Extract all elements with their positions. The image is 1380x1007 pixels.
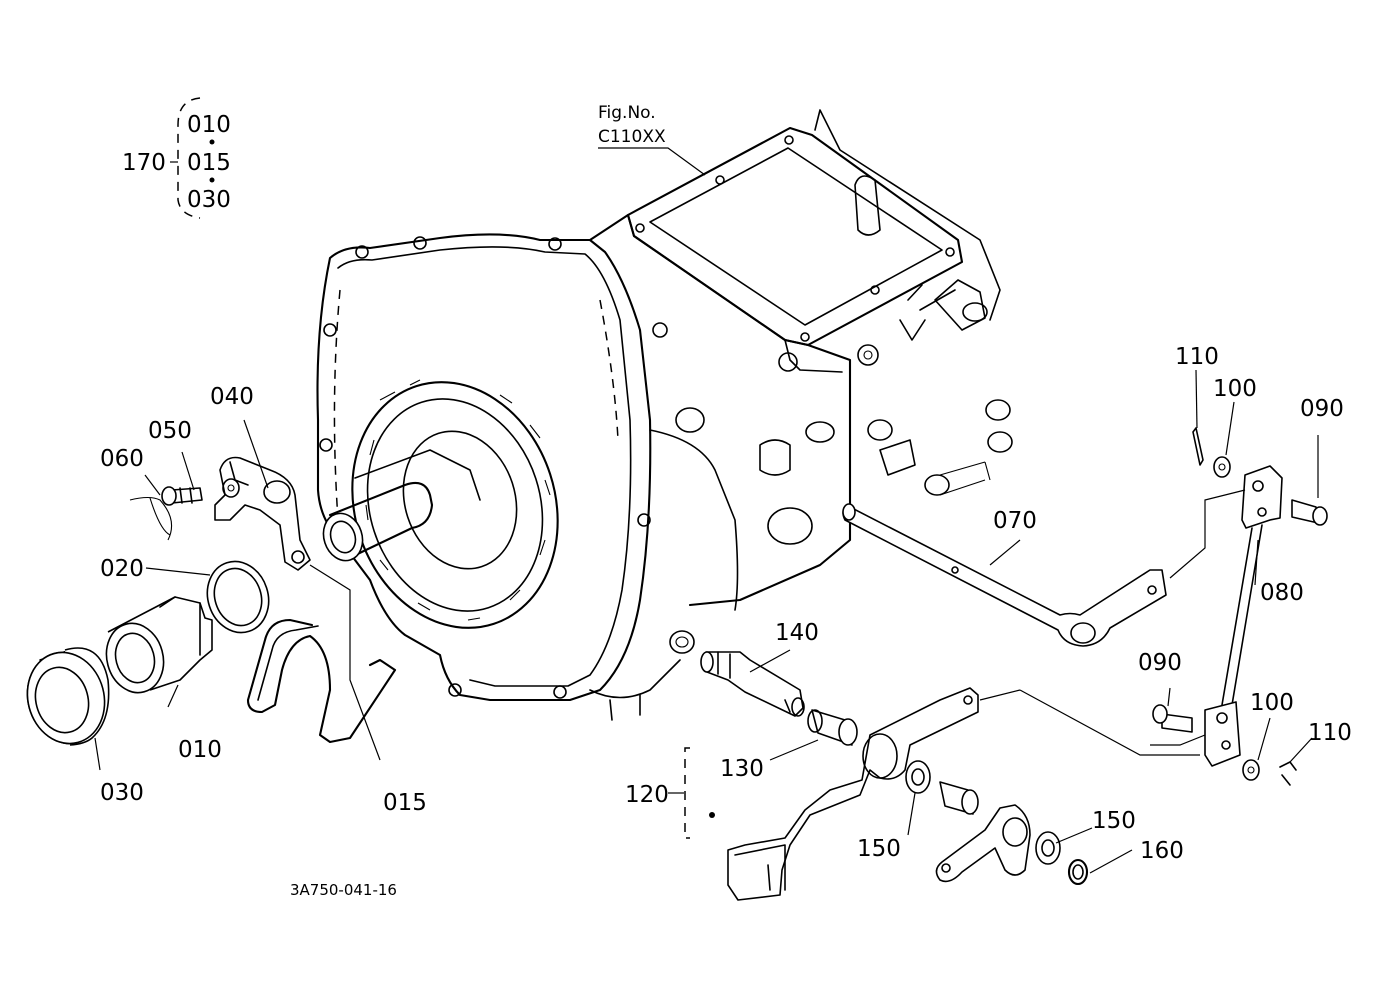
callout-130: 130 bbox=[720, 756, 764, 782]
part-020-spacer-ring bbox=[206, 560, 270, 634]
group-member-010: 010 bbox=[187, 112, 231, 138]
callout-120: 120 bbox=[625, 782, 669, 808]
part-090-clevis-pins bbox=[1152, 499, 1328, 733]
callout-100-top: 100 bbox=[1213, 376, 1257, 402]
part-bushing-and-bracket bbox=[935, 781, 1031, 883]
callout-015: 015 bbox=[383, 790, 427, 816]
part-140-pivot-shaft bbox=[700, 651, 805, 717]
part-160-snap-ring bbox=[1067, 858, 1089, 886]
group-member-015: 015 bbox=[187, 150, 231, 176]
callout-010: 010 bbox=[178, 737, 222, 763]
callout-090-bottom: 090 bbox=[1138, 650, 1182, 676]
part-010-release-bearing bbox=[105, 596, 213, 694]
part-040-release-fork bbox=[214, 456, 311, 571]
part-130-bushing bbox=[807, 709, 858, 746]
part-060-wire bbox=[129, 496, 173, 541]
callout-160: 160 bbox=[1140, 838, 1184, 864]
transmission-housing bbox=[316, 109, 1013, 721]
callout-110-top: 110 bbox=[1175, 344, 1219, 370]
part-120-clutch-pedal-arm bbox=[727, 687, 979, 901]
figure-labels: Fig.No. C110XX 3A750-041-16 bbox=[290, 103, 666, 899]
callout-140: 140 bbox=[775, 620, 819, 646]
part-callouts: 040 050 060 020 010 030 015 070 080 090 … bbox=[100, 344, 1352, 864]
callout-020: 020 bbox=[100, 556, 144, 582]
callout-110-bottom: 110 bbox=[1308, 720, 1352, 746]
part-080-rod bbox=[1204, 465, 1283, 767]
part-150-washers bbox=[905, 760, 1061, 865]
callout-070: 070 bbox=[993, 508, 1037, 534]
fig-number: C110XX bbox=[598, 127, 666, 147]
callout-090-top: 090 bbox=[1300, 396, 1344, 422]
group-170-label: 170 bbox=[122, 150, 166, 176]
callout-060: 060 bbox=[100, 446, 144, 472]
callout-030: 030 bbox=[100, 780, 144, 806]
group-170-callout: 170 010 015 030 bbox=[122, 112, 231, 213]
part-100-washers bbox=[1213, 456, 1260, 781]
callout-050: 050 bbox=[148, 418, 192, 444]
part-050-grease-nipple bbox=[161, 478, 240, 506]
drawing-code: 3A750-041-16 bbox=[290, 881, 397, 899]
group-member-030: 030 bbox=[187, 187, 231, 213]
callout-150-right: 150 bbox=[1092, 808, 1136, 834]
callout-150-left: 150 bbox=[857, 836, 901, 862]
callout-080: 080 bbox=[1260, 580, 1304, 606]
fig-label: Fig.No. bbox=[598, 103, 656, 123]
part-015-wire-spring bbox=[246, 618, 397, 744]
part-030-bearing-cover bbox=[26, 647, 110, 746]
part-070-shaft bbox=[842, 503, 1167, 647]
callout-040: 040 bbox=[210, 384, 254, 410]
leader-lines bbox=[94, 97, 1319, 874]
callout-100-bottom: 100 bbox=[1250, 690, 1294, 716]
